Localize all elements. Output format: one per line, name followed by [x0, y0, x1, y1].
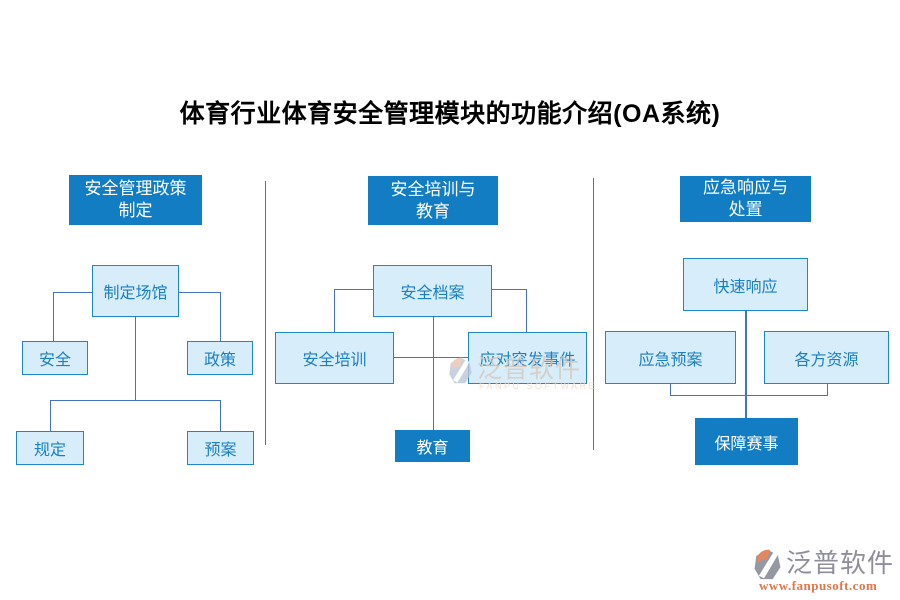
page-title: 体育行业体育安全管理模块的功能介绍(OA系统)	[179, 100, 721, 128]
column1-header: 安全管理政策 制定	[69, 175, 202, 225]
column3-header-line2: 处置	[728, 200, 763, 219]
corner-watermark-brand: 泛普软件	[786, 548, 895, 578]
connector	[50, 400, 221, 401]
node-yingji-yuan: 应急预案	[605, 331, 736, 384]
connector	[53, 292, 92, 293]
node-yingdui-tufashijian: 应对突发事件	[468, 332, 587, 384]
connector	[670, 384, 671, 396]
column1-header-line2: 制定	[118, 201, 153, 220]
node-zhengce: 政策	[187, 341, 253, 375]
connector	[394, 357, 468, 358]
column-divider-right	[593, 178, 594, 450]
connector	[670, 395, 828, 396]
connector	[334, 289, 373, 290]
connector	[135, 317, 136, 400]
connector	[745, 311, 747, 420]
node-anquan-dangan: 安全档案	[373, 265, 492, 317]
node-gefang-ziyuan: 各方资源	[764, 331, 889, 384]
connector	[220, 400, 221, 431]
connector	[827, 384, 828, 396]
connector	[526, 289, 527, 332]
column2-header-line2: 教育	[416, 201, 450, 221]
fanpu-logo-icon	[752, 548, 783, 586]
corner-watermark-url: www.fanpusoft.com	[759, 578, 878, 593]
connector	[220, 292, 221, 341]
column1-header-line1: 安全管理政策	[84, 179, 187, 198]
node-kuaisu-xiangying: 快速响应	[683, 258, 808, 311]
column3-header: 应急响应与 处置	[680, 176, 811, 222]
corner-watermark: 泛普软件 www.fanpusoft.com	[752, 548, 894, 594]
connector	[179, 292, 220, 293]
connector	[492, 289, 526, 290]
node-zhiding-changguan: 制定场馆	[92, 265, 179, 317]
node-jiaoyu: 教育	[395, 430, 470, 462]
connector	[334, 289, 335, 332]
connector	[50, 400, 51, 431]
column-divider-left	[265, 181, 266, 445]
connector	[433, 317, 434, 430]
column2-header-line1: 安全培训与	[390, 179, 476, 199]
column2-header: 安全培训与 教育	[368, 176, 498, 225]
node-yuan: 预案	[187, 431, 254, 465]
node-anquan: 安全	[22, 341, 88, 375]
column3-header-line1: 应急响应与	[703, 178, 788, 197]
connector	[53, 292, 54, 341]
node-anquan-peixun: 安全培训	[275, 332, 394, 384]
node-baozhang-saishi: 保障赛事	[695, 418, 798, 465]
node-guiding: 规定	[16, 431, 84, 465]
